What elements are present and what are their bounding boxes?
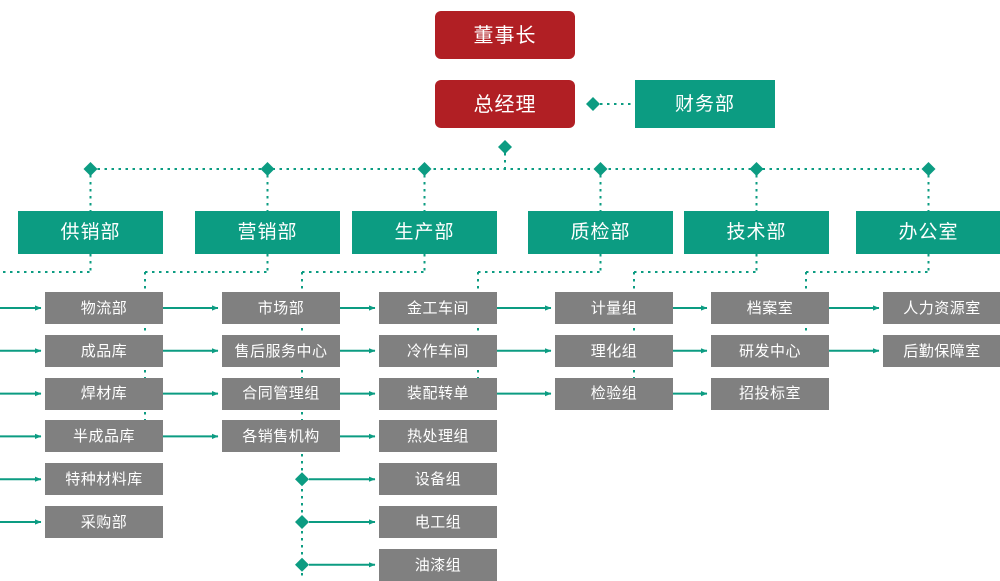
node-unit-supply-marketing-2[interactable]: 焊材库 (45, 377, 163, 410)
node-unit-sales-3[interactable]: 各销售机构 (222, 420, 340, 453)
node-unit-production-5[interactable]: 电工组 (379, 506, 497, 538)
node-unit-sales-2[interactable]: 合同管理组 (222, 377, 340, 410)
node-unit-production-6[interactable]: 油漆组 (379, 548, 497, 581)
trunk-diamond (498, 140, 512, 154)
node-unit-supply-marketing-3[interactable]: 半成品库 (45, 420, 163, 453)
node-unit-sales-0[interactable]: 市场部 (222, 292, 340, 324)
node-unit-quality-inspection-1[interactable]: 理化组 (555, 334, 673, 367)
child-diamond-production-6 (295, 557, 309, 572)
child-diamond-production-5 (295, 515, 309, 529)
node-unit-supply-marketing-0[interactable]: 物流部 (45, 292, 163, 324)
node-department-sales[interactable]: 营销部 (195, 211, 340, 254)
node-unit-office-1[interactable]: 后勤保障室 (883, 334, 1000, 367)
node-department-production[interactable]: 生产部 (352, 211, 497, 254)
node-unit-supply-marketing-1[interactable]: 成品库 (45, 334, 163, 367)
node-department-supply-marketing[interactable]: 供销部 (18, 211, 163, 254)
node-unit-technology-1[interactable]: 研发中心 (711, 334, 829, 367)
department-diamond-technology (749, 162, 764, 176)
node-unit-quality-inspection-0[interactable]: 计量组 (555, 292, 673, 324)
node-chairman[interactable]: 董事长 (435, 11, 575, 59)
node-unit-production-0[interactable]: 金工车间 (379, 292, 497, 324)
node-unit-production-1[interactable]: 冷作车间 (379, 334, 497, 367)
child-diamond-production-4 (295, 472, 309, 487)
department-diamond-supply-marketing (83, 162, 98, 176)
node-department-quality-inspection[interactable]: 质检部 (528, 211, 673, 254)
node-unit-sales-1[interactable]: 售后服务中心 (222, 334, 340, 367)
node-unit-supply-marketing-5[interactable]: 采购部 (45, 506, 163, 538)
node-department-technology[interactable]: 技术部 (684, 211, 829, 254)
node-unit-production-4[interactable]: 设备组 (379, 463, 497, 496)
node-unit-office-0[interactable]: 人力资源室 (883, 292, 1000, 324)
node-unit-supply-marketing-4[interactable]: 特种材料库 (45, 463, 163, 496)
node-department-office[interactable]: 办公室 (856, 211, 1000, 254)
node-unit-production-3[interactable]: 热处理组 (379, 420, 497, 453)
node-finance[interactable]: 财务部 (635, 80, 775, 128)
node-unit-production-2[interactable]: 装配转单 (379, 377, 497, 410)
node-general-manager[interactable]: 总经理 (435, 80, 575, 128)
department-diamond-sales (260, 162, 275, 176)
department-diamond-quality-inspection (593, 162, 608, 176)
node-unit-quality-inspection-2[interactable]: 检验组 (555, 377, 673, 410)
finance-link-diamond (586, 97, 600, 111)
department-diamond-production (417, 162, 432, 176)
node-unit-technology-2[interactable]: 招投标室 (711, 377, 829, 410)
department-diamond-office (921, 162, 936, 176)
node-unit-technology-0[interactable]: 档案室 (711, 292, 829, 324)
